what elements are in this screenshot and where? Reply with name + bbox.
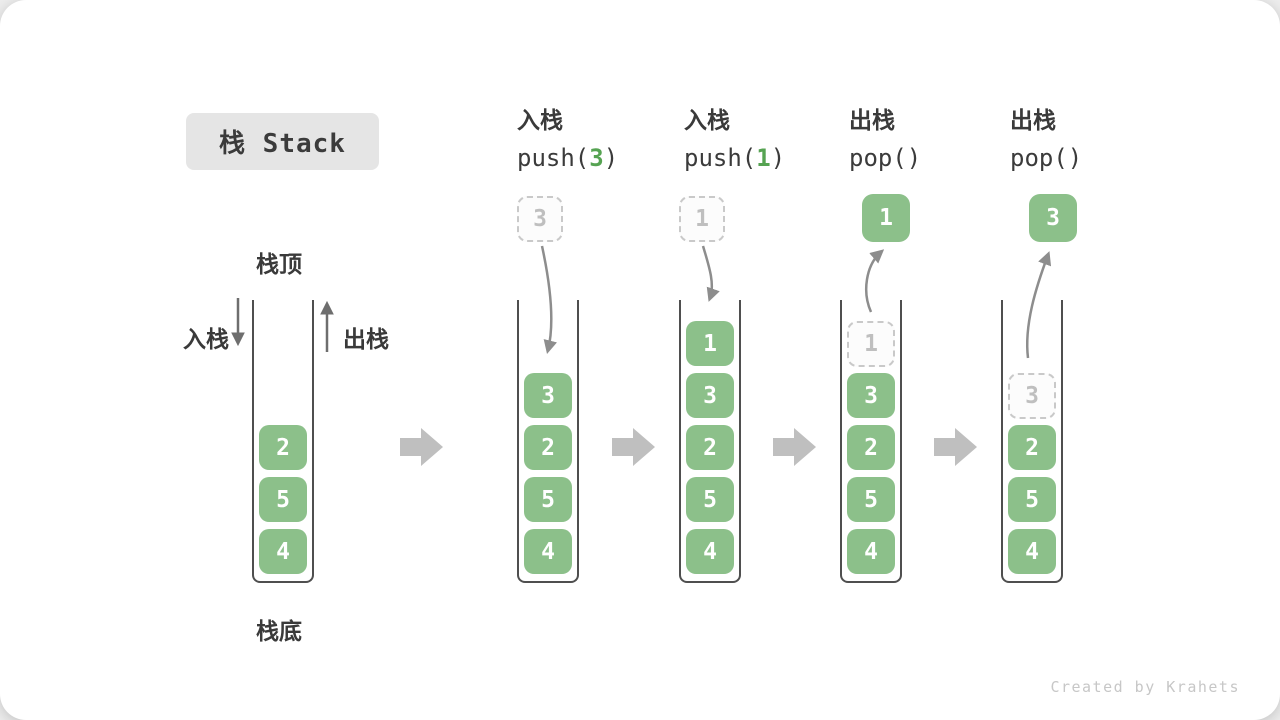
- op-code: push(1): [684, 139, 844, 177]
- stack-cell: 5: [847, 477, 895, 522]
- code-arg: 1: [756, 144, 771, 172]
- push-side-label: 入栈: [183, 327, 229, 353]
- stack-cell: 3: [847, 373, 895, 418]
- op-header-push-1: 入栈 push(1): [684, 103, 844, 177]
- pop-side-label: 出栈: [343, 327, 389, 353]
- stack-after-push-1: 1 3 2 5 4: [679, 300, 741, 583]
- incoming-value-box: 1: [679, 196, 725, 242]
- stack-cell: 4: [847, 529, 895, 574]
- stack-cell: 3: [686, 373, 734, 418]
- stack-top-label: 栈顶: [256, 252, 302, 278]
- op-code: pop(): [849, 139, 1009, 177]
- stack-cell: 2: [847, 425, 895, 470]
- stack-after-push-3: 3 2 5 4: [517, 300, 579, 583]
- popped-value-box: 1: [862, 194, 910, 242]
- stack-cell: 4: [1008, 529, 1056, 574]
- code-text: ): [770, 144, 786, 172]
- op-label: 入栈: [684, 108, 730, 134]
- stack-cell: 4: [524, 529, 572, 574]
- stack-cell: 4: [686, 529, 734, 574]
- stack-bottom-label: 栈底: [256, 619, 302, 645]
- title-badge: 栈 Stack: [186, 113, 379, 170]
- code-text: pop(): [1010, 144, 1083, 172]
- code-arg: 3: [589, 144, 604, 172]
- stack-cell: 2: [259, 425, 307, 470]
- op-code: push(3): [517, 139, 677, 177]
- push-flow-arrow: [701, 245, 720, 302]
- code-text: ): [603, 144, 619, 172]
- stack-cell: 2: [524, 425, 572, 470]
- ghost-cell: 3: [1008, 373, 1056, 419]
- stack-cell: 1: [686, 321, 734, 366]
- op-label: 出栈: [1010, 108, 1056, 134]
- code-text: push(: [684, 144, 757, 172]
- incoming-value-box: 3: [517, 196, 563, 242]
- page-title: 栈 Stack: [219, 129, 346, 159]
- code-text: push(: [517, 144, 590, 172]
- op-label: 入栈: [517, 108, 563, 134]
- popped-value-box: 3: [1029, 194, 1077, 242]
- step-arrow-icon: [934, 428, 977, 466]
- stack-cell: 5: [686, 477, 734, 522]
- ghost-cell: 1: [847, 321, 895, 367]
- op-code: pop(): [1010, 139, 1170, 177]
- footer-credit: Created by Krahets: [1050, 678, 1240, 696]
- code-text: pop(): [849, 144, 922, 172]
- op-label: 出栈: [849, 108, 895, 134]
- op-header-push-3: 入栈 push(3): [517, 103, 677, 177]
- step-arrow-icon: [400, 428, 443, 466]
- stack-after-pop-3: 3 2 5 4: [1001, 300, 1063, 583]
- stack-cell: 5: [524, 477, 572, 522]
- op-header-pop-3: 出栈 pop(): [1010, 103, 1170, 177]
- stack-after-pop-1: 1 3 2 5 4: [840, 300, 902, 583]
- step-arrow-icon: [773, 428, 816, 466]
- stack-cell: 4: [259, 529, 307, 574]
- stack-cell: 5: [259, 477, 307, 522]
- stack-cell: 2: [1008, 425, 1056, 470]
- stack-initial: 2 5 4: [252, 300, 314, 583]
- stack-cell: 2: [686, 425, 734, 470]
- step-arrow-icon: [612, 428, 655, 466]
- stack-cell: 3: [524, 373, 572, 418]
- op-header-pop-1: 出栈 pop(): [849, 103, 1009, 177]
- stack-cell: 5: [1008, 477, 1056, 522]
